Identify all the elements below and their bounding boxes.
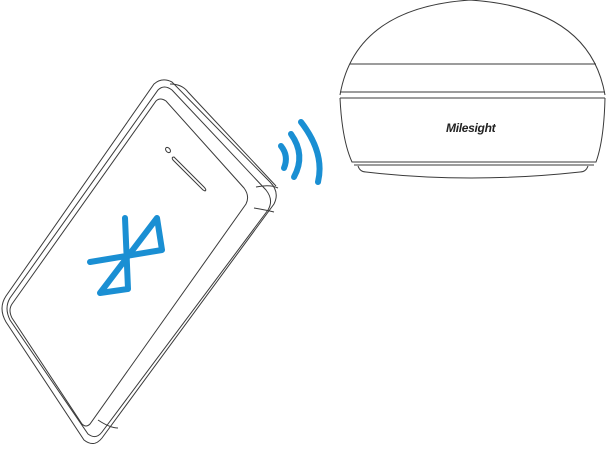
sensor-device-illustration [339, 0, 606, 179]
brand-logo: Milesight [446, 121, 496, 135]
bluetooth-icon [87, 215, 165, 296]
phone-illustration [1, 79, 279, 444]
wireless-signal-icon [278, 119, 323, 185]
